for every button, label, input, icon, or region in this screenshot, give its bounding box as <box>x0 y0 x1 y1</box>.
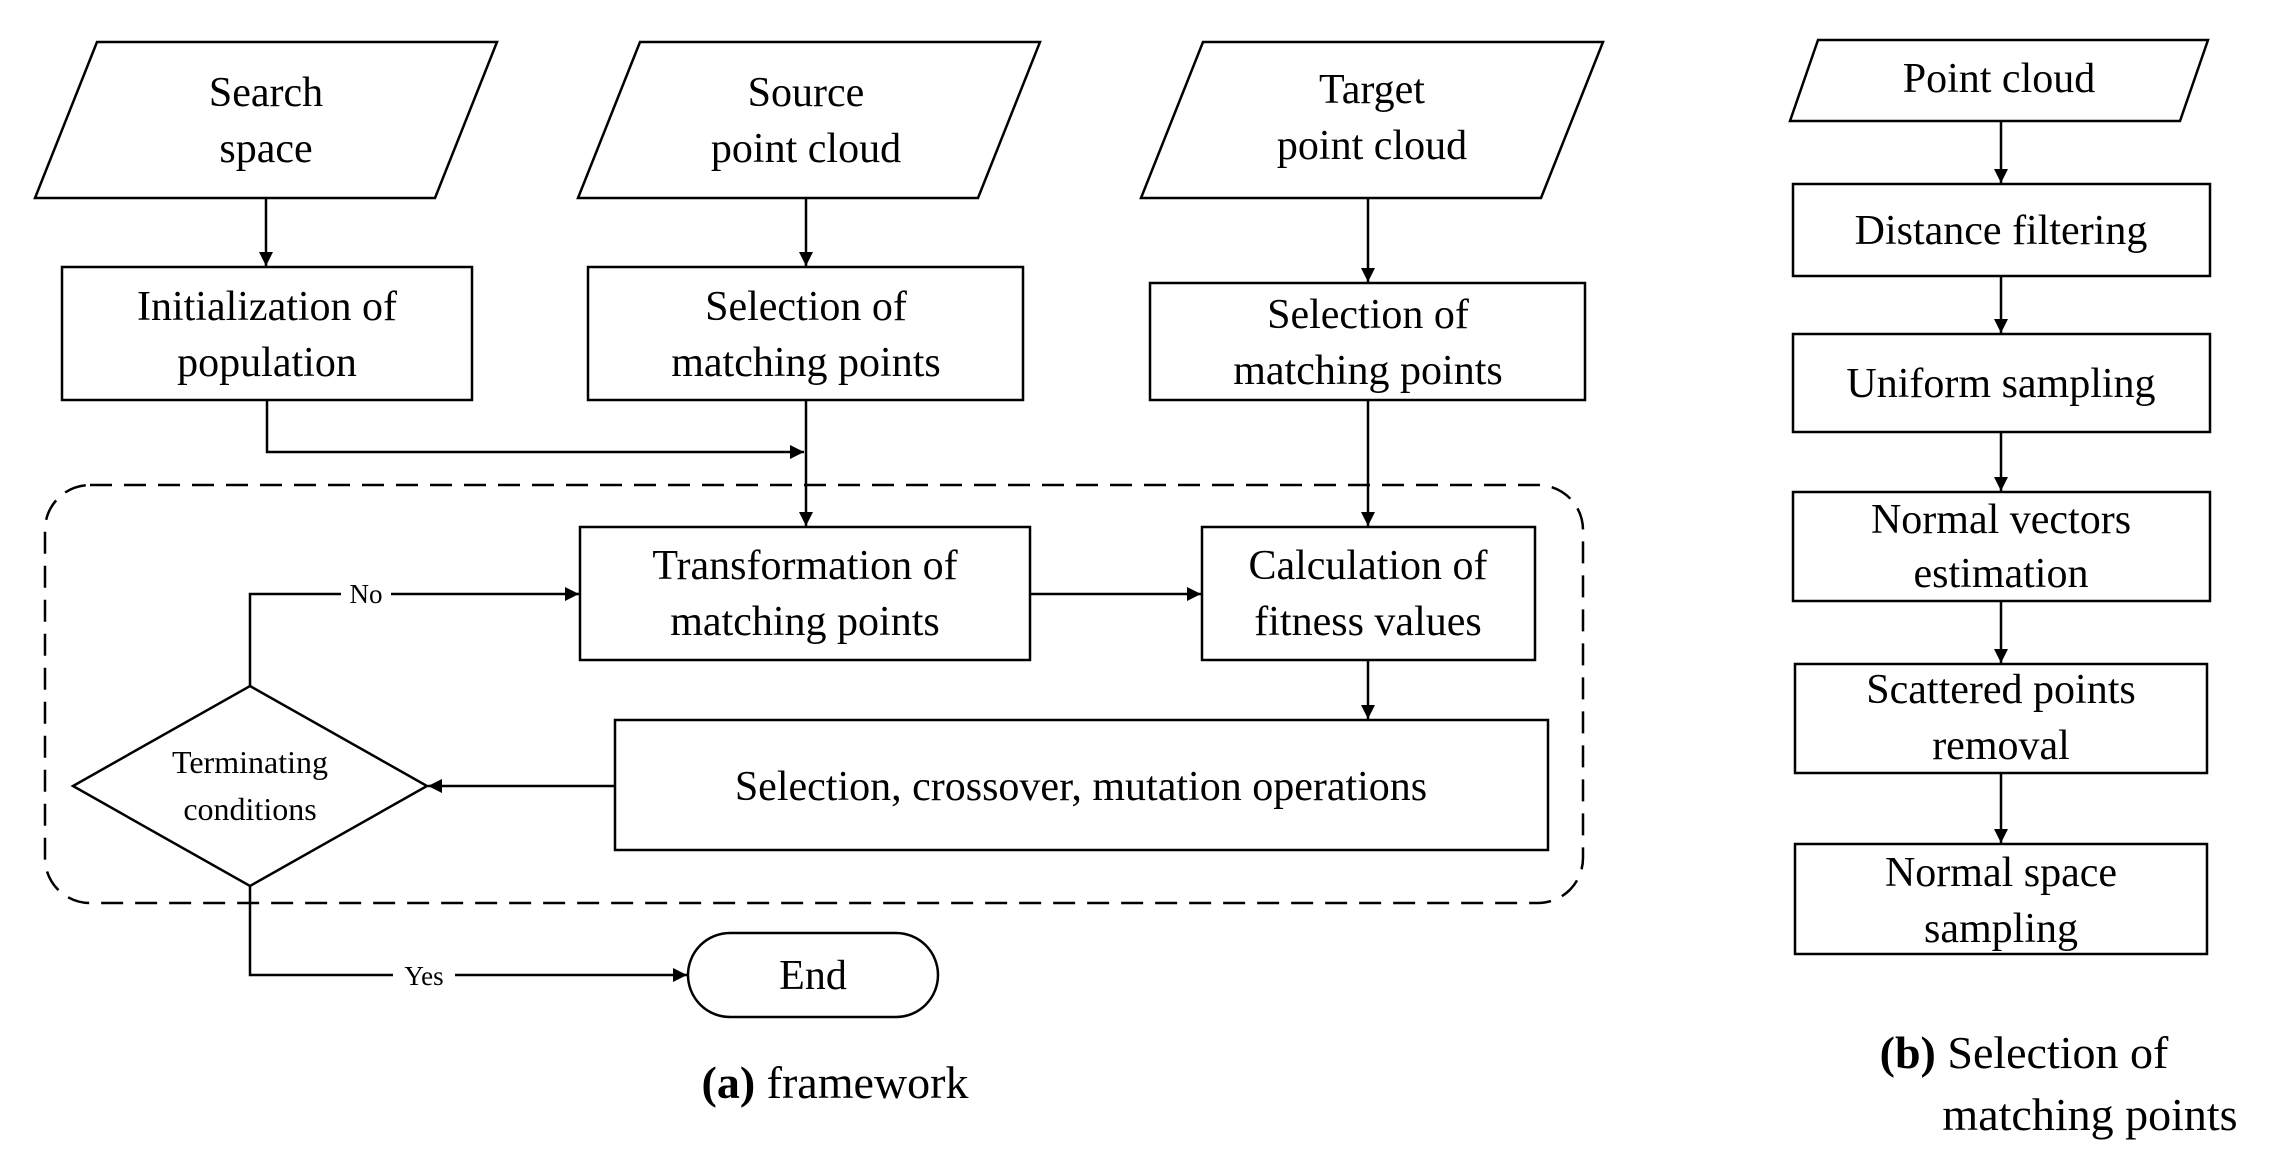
arrow-decision-yes <box>248 886 687 982</box>
svg-text:matching points: matching points <box>1942 1089 2237 1140</box>
source-cloud-line2: point cloud <box>711 126 901 172</box>
b-step-uniform-sampling: Uniform sampling <box>1791 332 2212 434</box>
b-uniform-sampling-label: Uniform sampling <box>1846 361 2155 407</box>
svg-text:Terminating: Terminating <box>172 744 328 780</box>
svg-text:matching points: matching points <box>670 599 939 645</box>
svg-text:Normal vectors: Normal vectors <box>1871 497 2131 543</box>
svg-text:Uniform sampling: Uniform sampling <box>1846 361 2155 407</box>
target-selection-line2: matching points <box>1233 348 1502 394</box>
source-selection-line1: Selection of <box>705 284 907 330</box>
svg-text:No: No <box>350 579 383 609</box>
arrow-init-to-merge <box>265 400 804 459</box>
source-selection-box: Selection of matching points <box>586 265 1025 402</box>
caption-b-line1: Selection of <box>1947 1027 2169 1078</box>
svg-text:(a) framework: (a) framework <box>702 1057 969 1108</box>
svg-text:Normal space: Normal space <box>1885 850 2117 896</box>
svg-text:Selection of: Selection of <box>1267 292 1469 338</box>
svg-text:removal: removal <box>1932 723 2070 769</box>
b-step-scattered-points: Scattered points removal <box>1793 662 2209 775</box>
svg-text:(b) Selection of: (b) Selection of <box>1880 1027 2169 1078</box>
fitness-line1: Calculation of <box>1248 543 1487 589</box>
svg-text:Initialization of: Initialization of <box>137 284 397 330</box>
init-population-box: Initialization of population <box>60 265 474 402</box>
b-normal-space-line1: Normal space <box>1885 850 2117 896</box>
b-normal-vectors-line2: estimation <box>1914 551 2089 597</box>
end-terminal: End <box>686 931 940 1019</box>
svg-text:Point cloud: Point cloud <box>1903 56 2096 102</box>
genetic-operations-label: Selection, crossover, mutation operation… <box>735 764 1427 810</box>
transformation-line1: Transformation of <box>652 543 957 589</box>
target-cloud-line1: Target <box>1319 67 1425 113</box>
svg-text:space: space <box>219 126 312 172</box>
svg-text:matching points: matching points <box>1233 348 1502 394</box>
svg-text:Target: Target <box>1319 67 1425 113</box>
genetic-operations-box: Selection, crossover, mutation operation… <box>613 718 1550 852</box>
svg-text:fitness values: fitness values <box>1254 599 1481 645</box>
arrow-decision-no <box>248 587 579 686</box>
b-point-cloud-label: Point cloud <box>1903 56 2096 102</box>
fitness-box: Calculation of fitness values <box>1200 525 1537 662</box>
target-selection-box: Selection of matching points <box>1148 281 1587 402</box>
caption-b-line2: matching points <box>1942 1089 2237 1140</box>
source-selection-line2: matching points <box>671 340 940 386</box>
terminating-conditions-diamond: Terminating conditions <box>70 684 430 888</box>
input-target-point-cloud: Target point cloud <box>1139 40 1605 200</box>
input-search-space: Search space <box>33 40 499 200</box>
b-normal-vectors-line1: Normal vectors <box>1871 497 2131 543</box>
svg-text:conditions: conditions <box>183 791 316 827</box>
search-space-line1: Search <box>209 70 323 116</box>
b-scattered-points-line1: Scattered points <box>1866 667 2135 713</box>
caption-a-tag: (a) <box>702 1057 756 1108</box>
edge-label-no: No <box>350 579 383 609</box>
search-space-line2: space <box>219 126 312 172</box>
b-scattered-points-line2: removal <box>1932 723 2070 769</box>
init-population-line1: Initialization of <box>137 284 397 330</box>
iteration-loop-region <box>43 483 1585 905</box>
transformation-line2: matching points <box>670 599 939 645</box>
decision-line2: conditions <box>183 791 316 827</box>
init-population-line2: population <box>177 340 357 386</box>
svg-text:End: End <box>779 953 847 999</box>
caption-b-tag: (b) <box>1880 1027 1936 1078</box>
svg-text:population: population <box>177 340 357 386</box>
b-step-distance-filtering: Distance filtering <box>1791 182 2212 278</box>
svg-text:Selection of: Selection of <box>705 284 907 330</box>
panel-a-framework: Search space Source point cloud Target p… <box>33 40 1605 1108</box>
svg-text:estimation: estimation <box>1914 551 2089 597</box>
b-distance-filtering-label: Distance filtering <box>1855 208 2148 254</box>
target-cloud-line2: point cloud <box>1277 123 1467 169</box>
fitness-line2: fitness values <box>1254 599 1481 645</box>
svg-text:Calculation of: Calculation of <box>1248 543 1487 589</box>
transformation-box: Transformation of matching points <box>578 525 1032 662</box>
target-selection-line1: Selection of <box>1267 292 1469 338</box>
svg-text:point cloud: point cloud <box>711 126 901 172</box>
end-label: End <box>779 953 847 999</box>
svg-text:point cloud: point cloud <box>1277 123 1467 169</box>
decision-line1: Terminating <box>172 744 328 780</box>
input-source-point-cloud: Source point cloud <box>576 40 1042 200</box>
svg-text:Transformation of: Transformation of <box>652 543 957 589</box>
b-step-normal-space: Normal space sampling <box>1793 842 2209 956</box>
caption-a-text: framework <box>767 1057 969 1108</box>
svg-text:sampling: sampling <box>1924 906 2078 952</box>
b-normal-space-line2: sampling <box>1924 906 2078 952</box>
svg-text:Scattered points: Scattered points <box>1866 667 2135 713</box>
svg-text:Distance filtering: Distance filtering <box>1855 208 2148 254</box>
b-input-point-cloud: Point cloud <box>1788 38 2210 123</box>
panel-b-matching-points: Point cloud Distance filtering Uniform s… <box>1788 38 2238 1140</box>
svg-text:matching points: matching points <box>671 340 940 386</box>
edge-label-yes: Yes <box>404 961 443 991</box>
source-cloud-line1: Source <box>748 70 865 116</box>
svg-text:Search: Search <box>209 70 323 116</box>
b-step-normal-vectors: Normal vectors estimation <box>1791 490 2212 603</box>
svg-text:Yes: Yes <box>404 961 443 991</box>
svg-text:Source: Source <box>748 70 865 116</box>
svg-text:Selection, crossover, mutation: Selection, crossover, mutation operation… <box>735 764 1427 810</box>
